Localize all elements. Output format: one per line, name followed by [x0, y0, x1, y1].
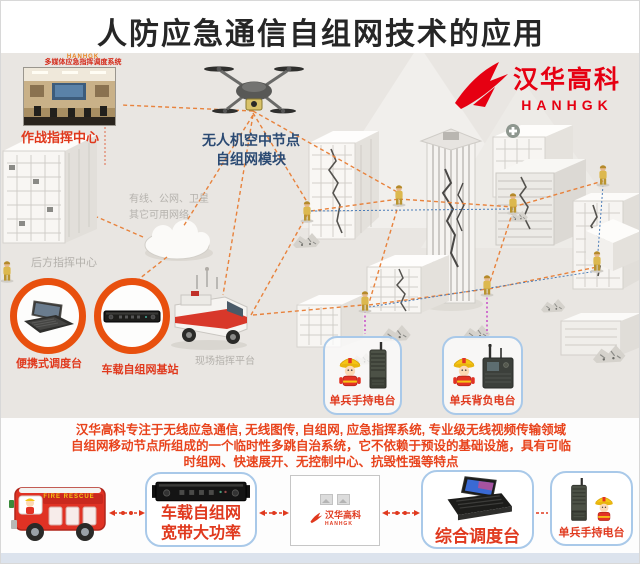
small-building-icon	[560, 313, 639, 356]
damaged-building-icon	[308, 131, 379, 240]
central-tower-icon	[419, 128, 483, 311]
drone-label: 无人机空中节点 自组网模块	[202, 132, 300, 167]
link-arrow-icon	[536, 512, 548, 514]
portable-dispatch-label: 便携式调度台	[16, 358, 82, 370]
broken-image-icon	[320, 494, 350, 505]
backpack-radio-card: 单兵背负电台	[442, 336, 523, 415]
dispatch-console-card: 综合调度台	[421, 470, 534, 549]
footer-strip	[1, 553, 639, 563]
page-title: 人防应急通信自组网技术的应用	[97, 18, 545, 51]
fire-truck-text: FIRE RESCUE	[43, 494, 95, 500]
placeholder-image-box: 汉华高科 HANHGK	[290, 475, 380, 546]
ambulance-antenna-icon	[196, 267, 218, 289]
watermark-en: HANHGK	[324, 521, 353, 527]
vehicle-mesh-card: 车载自组网 宽带大功率	[145, 472, 257, 547]
backpack-radio-icon	[482, 344, 513, 389]
firefighter-cartoon-icon	[338, 358, 361, 387]
handheld-radio-icon	[571, 478, 587, 521]
damaged-building-icon	[366, 255, 449, 314]
site-platform-label: 现场指挥平台	[195, 356, 255, 367]
link-arrow-icon	[382, 510, 420, 516]
dispatch-console-label: 综合调度台	[435, 527, 520, 546]
handheld-radio-card-bottom: 单兵手持电台	[550, 471, 633, 546]
rack-radio-icon	[152, 481, 250, 502]
small-building-icon	[296, 295, 363, 348]
fire-truck-icon	[9, 476, 113, 551]
rear-command-label: 后方指挥中心	[31, 257, 97, 269]
vehicle-base-ring	[94, 278, 170, 354]
brand-name-en: HANHGK	[521, 96, 613, 113]
command-center-photo	[23, 67, 116, 126]
watermark-logo: 汉华高科 HANHGK	[309, 508, 361, 527]
links-magenta	[364, 293, 488, 334]
vehicle-base-label: 车载自组网基站	[101, 364, 179, 376]
drone-icon	[204, 66, 304, 114]
mesh-links-blue	[310, 184, 604, 308]
network-scene: HANHGK 多媒体应急指挥调度系统 作战指挥中心 无人机空	[1, 53, 639, 418]
vehicle-base-icon	[103, 310, 161, 323]
brand-swoosh-icon	[310, 512, 323, 523]
mini-brand-line: 多媒体应急指挥调度系统	[44, 59, 122, 66]
firefighter-cartoon-icon	[595, 497, 613, 521]
brand-logo: 汉华高科 HANHGK	[451, 59, 637, 113]
mesh-links-orange	[96, 104, 604, 316]
handheld-radio-label: 单兵手持电台	[329, 395, 396, 407]
brand-swoosh-icon	[455, 62, 508, 109]
ambulance-icon	[167, 283, 255, 358]
white-cube-icon	[586, 219, 639, 271]
command-room-image	[24, 68, 115, 125]
portable-dispatch-icon	[24, 300, 74, 333]
command-center-label: 作战指挥中心	[20, 130, 99, 145]
handheld-radio-card: 单兵手持电台	[323, 336, 402, 415]
mini-brand-header: HANHGK 多媒体应急指挥调度系统	[27, 54, 139, 66]
rear-command-building-icon	[2, 135, 97, 244]
description-paragraph: 汉华高科专注于无线应急通信, 无线图传, 自组网, 应急指挥系统, 专业级无线视…	[70, 423, 571, 469]
dispatch-console-icon	[447, 476, 512, 521]
portable-dispatch-ring	[10, 278, 86, 354]
handheld-radio-label-bottom: 单兵手持电台	[558, 527, 625, 539]
brand-name-cn: 汉华高科	[513, 65, 622, 94]
backpack-radio-label: 单兵背负电台	[449, 395, 516, 407]
handheld-radio-icon	[369, 342, 386, 389]
bottom-section: 汉华高科专注于无线应急通信, 无线图传, 自组网, 应急指挥系统, 专业级无线视…	[1, 418, 639, 553]
vehicle-mesh-label: 车载自组网 宽带大功率	[160, 505, 241, 542]
firefighter-cartoon-icon	[452, 358, 475, 387]
watermark-cn: 汉华高科	[324, 510, 361, 520]
link-arrow-icon	[259, 510, 289, 516]
link-arrow-icon	[109, 510, 145, 516]
network-types-label: 有线、公网、卫星 其它可用网络	[129, 194, 209, 221]
mini-brand-en: HANHGK	[66, 54, 100, 60]
city-scene-illustration	[1, 53, 639, 366]
network-cloud-icon	[144, 220, 213, 261]
